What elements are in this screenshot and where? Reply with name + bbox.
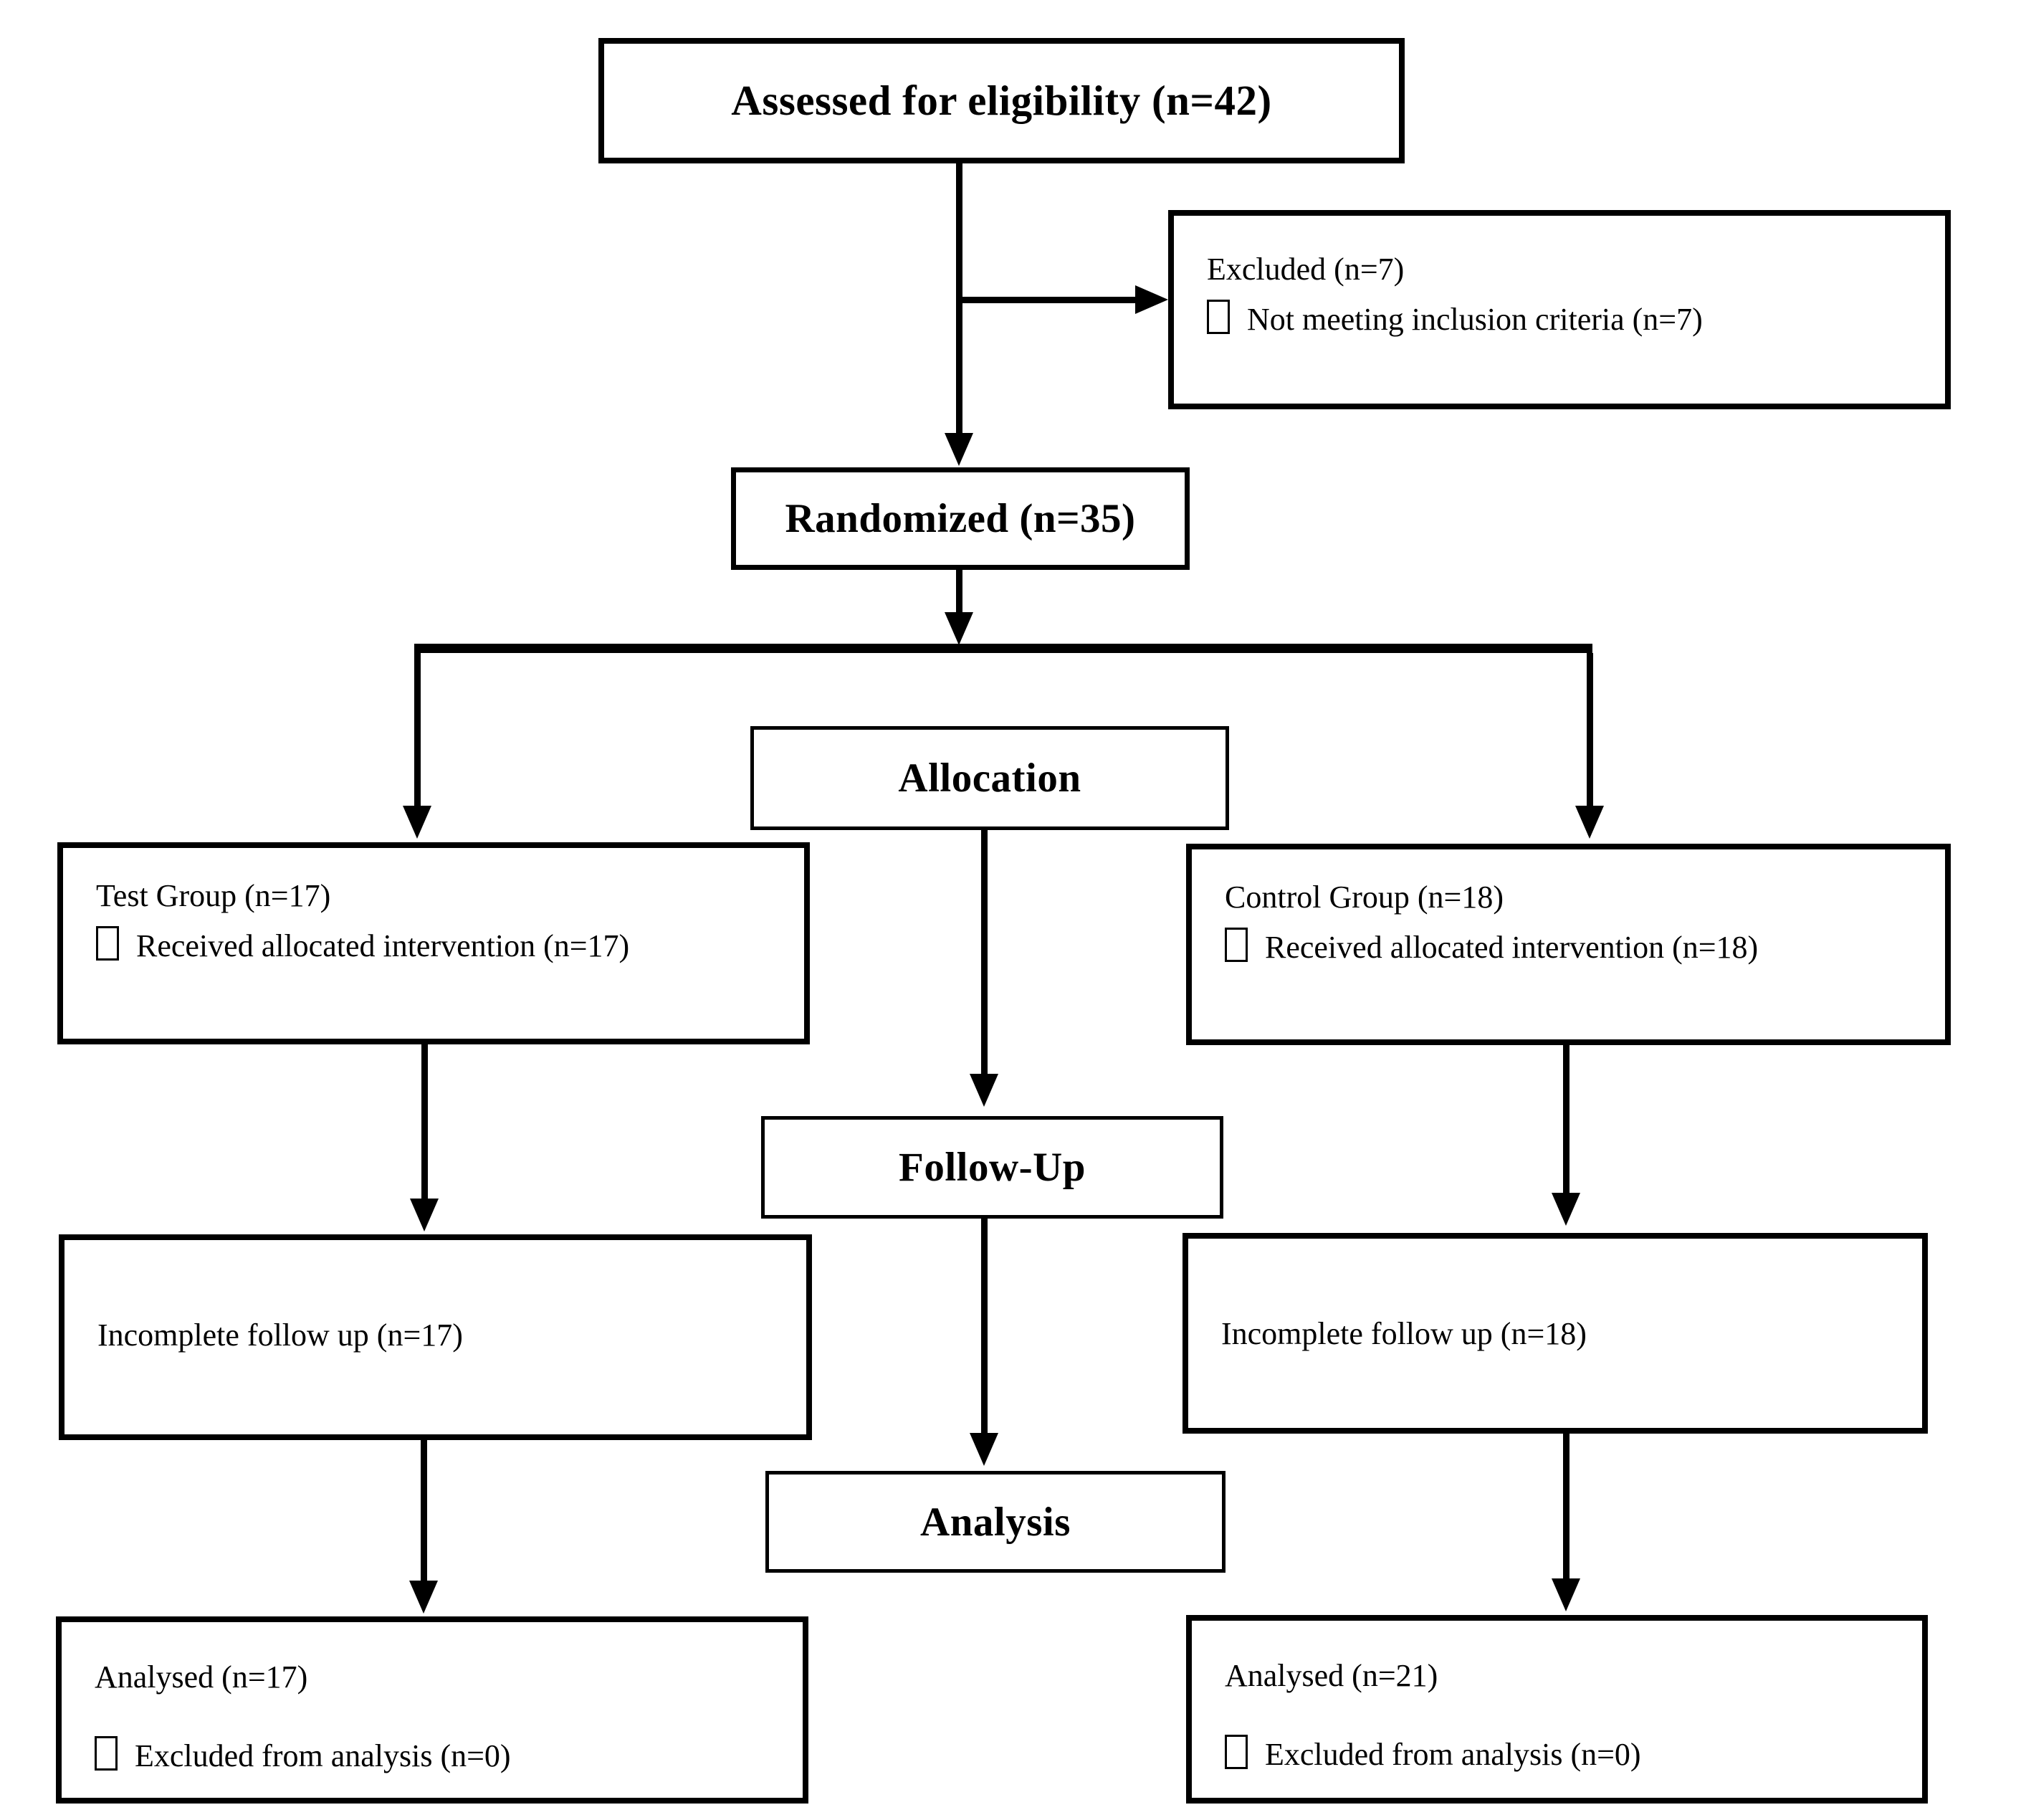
missing-glyph-bullet-icon: [1225, 1735, 1248, 1769]
analysed-right-item: Excluded from analysis (n=0): [1265, 1737, 1641, 1772]
control-group-title: Control Group (n=18): [1225, 880, 1504, 915]
missing-glyph-bullet-icon: [95, 1736, 118, 1771]
randomized-box: Randomized (n=35): [731, 467, 1190, 570]
incomplete-followup-right-box: Incomplete follow up (n=18): [1182, 1233, 1928, 1434]
analysed-right-box: Analysed (n=21) Excluded from analysis (…: [1186, 1615, 1928, 1804]
arrowhead-down-icon: [945, 433, 973, 466]
arrow-test-to-incomplete: [421, 1044, 428, 1200]
arrowhead-down-icon: [1575, 806, 1604, 839]
arrow-split-to-test-group: [414, 653, 421, 807]
missing-glyph-bullet-icon: [1207, 300, 1230, 334]
arrow-incomplete-to-analysed-left: [421, 1440, 427, 1582]
randomized-label: Randomized (n=35): [785, 496, 1136, 541]
follow-up-box: Follow-Up: [761, 1116, 1223, 1219]
analysed-left-box: Analysed (n=17) Excluded from analysis (…: [56, 1616, 808, 1804]
arrowhead-down-icon: [970, 1074, 998, 1107]
arrow-incomplete-to-analysed-right: [1563, 1434, 1570, 1580]
arrowhead-down-icon: [1552, 1193, 1580, 1226]
arrow-control-to-incomplete: [1563, 1045, 1570, 1194]
test-group-title: Test Group (n=17): [96, 878, 331, 913]
assessed-label: Assessed for eligibility (n=42): [731, 77, 1272, 124]
arrowhead-down-icon: [945, 612, 973, 645]
missing-glyph-bullet-icon: [96, 926, 119, 961]
arrowhead-down-icon: [409, 1581, 438, 1614]
arrowhead-down-icon: [403, 806, 431, 839]
analysed-left-item: Excluded from analysis (n=0): [135, 1738, 511, 1773]
test-group-item: Received allocated intervention (n=17): [136, 928, 630, 963]
allocation-box: Allocation: [750, 726, 1229, 830]
arrow-randomized-to-split: [956, 570, 962, 614]
test-group-box: Test Group (n=17) Received allocated int…: [57, 842, 810, 1044]
incomplete-followup-right-title: Incomplete follow up (n=18): [1221, 1316, 1587, 1351]
arrowhead-right-icon: [1135, 285, 1168, 314]
excluded-box: Excluded (n=7) Not meeting inclusion cri…: [1168, 210, 1951, 409]
analysis-box: Analysis: [765, 1471, 1226, 1573]
control-group-box: Control Group (n=18) Received allocated …: [1186, 844, 1951, 1045]
allocation-label: Allocation: [898, 756, 1081, 801]
randomization-split-bar: [414, 644, 1592, 653]
excluded-title: Excluded (n=7): [1207, 252, 1405, 287]
excluded-item: Not meeting inclusion criteria (n=7): [1247, 302, 1703, 337]
arrowhead-down-icon: [1552, 1578, 1580, 1611]
missing-glyph-bullet-icon: [1225, 928, 1248, 962]
arrow-follow-up-to-analysis: [981, 1219, 988, 1434]
arrow-split-to-control-group: [1587, 653, 1593, 807]
analysis-label: Analysis: [920, 1499, 1071, 1545]
analysed-right-title: Analysed (n=21): [1225, 1658, 1438, 1693]
control-group-item: Received allocated intervention (n=18): [1265, 930, 1759, 965]
follow-up-label: Follow-Up: [899, 1145, 1086, 1190]
arrowhead-down-icon: [410, 1199, 439, 1231]
incomplete-followup-left-title: Incomplete follow up (n=17): [97, 1318, 463, 1353]
arrowhead-down-icon: [970, 1433, 998, 1466]
incomplete-followup-left-box: Incomplete follow up (n=17): [59, 1234, 812, 1440]
assessed-box: Assessed for eligibility (n=42): [598, 38, 1405, 163]
arrow-to-excluded: [959, 297, 1137, 303]
arrow-allocation-to-follow-up: [981, 830, 988, 1075]
analysed-left-title: Analysed (n=17): [95, 1659, 308, 1695]
